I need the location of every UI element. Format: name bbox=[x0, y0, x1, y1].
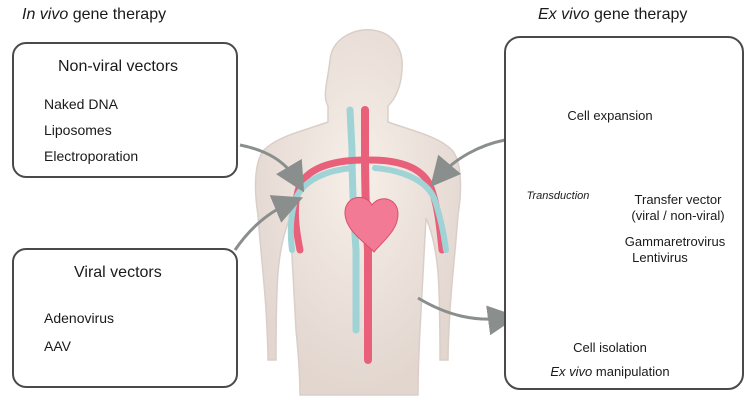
non-viral-item: Liposomes bbox=[44, 122, 112, 138]
non-viral-vectors-title: Non-viral vectors bbox=[58, 58, 179, 75]
ex-vivo-panel bbox=[504, 36, 744, 390]
in-vivo-heading-italic: In vivo bbox=[22, 6, 69, 23]
transfer-vector-label: Transfer vector bbox=[634, 192, 722, 207]
in-vivo-heading: In vivo gene therapy bbox=[22, 6, 166, 24]
arrow-viral-to-body bbox=[233, 195, 304, 251]
gammaretrovirus-label: Gammaretrovirus bbox=[624, 234, 726, 249]
manipulation-rest: manipulation bbox=[592, 364, 670, 379]
viral-vectors-title: Viral vectors bbox=[74, 264, 162, 281]
lentivirus-label: Lentivirus bbox=[632, 250, 688, 265]
cell-isolation-label: Cell isolation bbox=[573, 340, 647, 355]
ex-vivo-heading: Ex vivo gene therapy bbox=[538, 6, 687, 24]
transduction-label: Transduction bbox=[526, 190, 590, 202]
heart-icon bbox=[344, 196, 399, 253]
transfer-vector-sublabel: (viral / non-viral) bbox=[631, 208, 725, 223]
cell-expansion-label: Cell expansion bbox=[567, 108, 653, 123]
non-viral-item: Electroporation bbox=[44, 148, 139, 164]
arrow-body-to-exvivo bbox=[417, 296, 518, 336]
viral-vectors-panel: Viral vectors Adenovirus AAV bbox=[12, 248, 238, 388]
viral-item: Adenovirus bbox=[44, 310, 115, 326]
in-vivo-heading-rest: gene therapy bbox=[68, 6, 167, 23]
manipulation-italic: Ex vivo bbox=[550, 364, 593, 379]
non-viral-vectors-panel: Non-viral vectors Naked DNA Liposomes El… bbox=[12, 42, 238, 178]
ex-vivo-manipulation-label: Ex vivo manipulation bbox=[530, 364, 690, 379]
ex-vivo-heading-rest: gene therapy bbox=[589, 6, 688, 23]
ex-vivo-heading-italic: Ex vivo bbox=[538, 6, 590, 23]
arrow-non-viral-to-body bbox=[239, 143, 305, 193]
arrow-exvivo-to-body bbox=[430, 138, 506, 188]
non-viral-item: Naked DNA bbox=[44, 96, 118, 112]
viral-item: AAV bbox=[44, 338, 71, 354]
